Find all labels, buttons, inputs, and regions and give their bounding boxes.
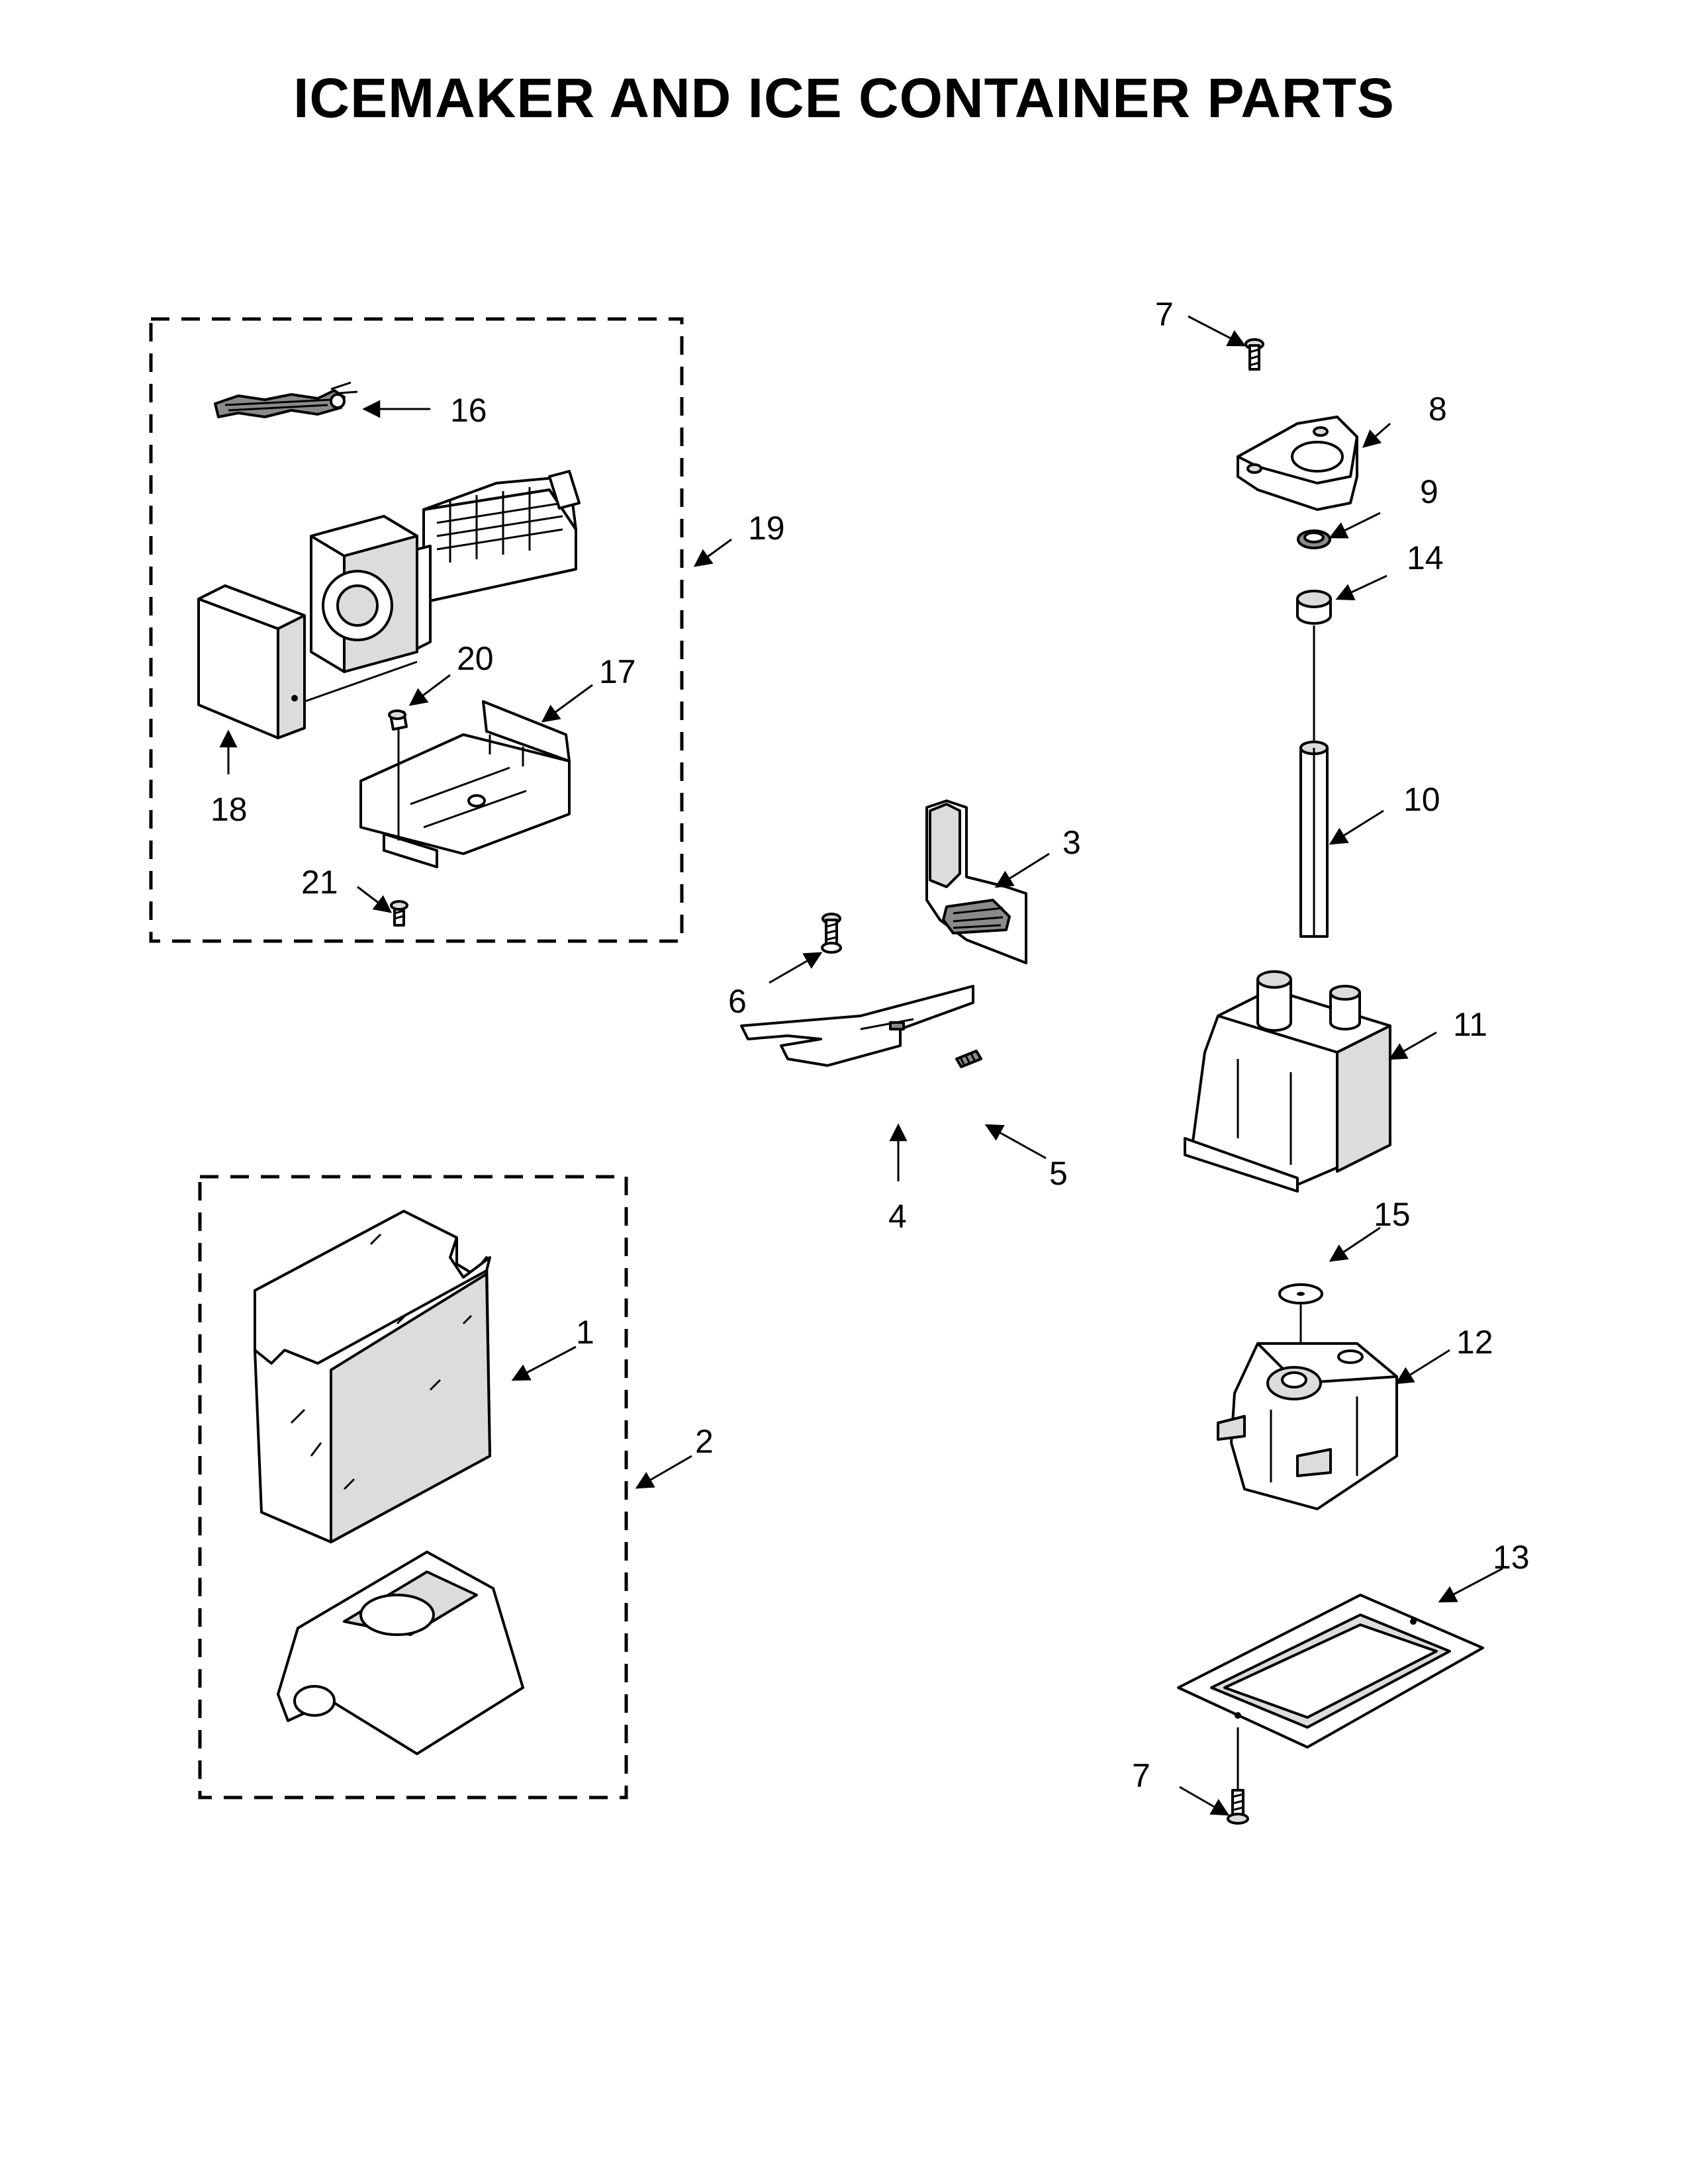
small-washer-part	[1278, 1283, 1323, 1350]
callout-1: 1	[576, 1314, 594, 1351]
callout-labels: 16 19 20 17 18 21 7 8 9 14 10 3 6 11 4 5…	[211, 296, 1530, 1794]
leader-19	[693, 538, 732, 567]
washer-part	[1297, 529, 1331, 549]
spacer-part	[388, 709, 408, 841]
leader-5	[984, 1124, 1047, 1160]
leader-10	[1329, 809, 1384, 845]
leader-3	[994, 852, 1050, 888]
leader-17	[541, 684, 593, 723]
screw-6-part	[821, 913, 842, 954]
gasket-part	[1177, 1594, 1484, 1749]
callout-20: 20	[457, 640, 494, 677]
ice-chute-part	[925, 799, 1027, 964]
wire-harness-part	[214, 381, 358, 418]
leader-1	[511, 1345, 577, 1381]
callout-13: 13	[1493, 1539, 1530, 1576]
ice-bin-base-part	[277, 1551, 524, 1755]
callout-19: 19	[748, 510, 785, 547]
callout-16: 16	[450, 392, 487, 429]
leader-11	[1388, 1031, 1437, 1060]
callout-10: 10	[1403, 781, 1440, 818]
callout-2: 2	[695, 1423, 714, 1460]
auger-shaft-part	[1299, 741, 1329, 938]
callout-9: 9	[1420, 473, 1438, 510]
leader-12	[1395, 1349, 1450, 1385]
ice-bin-part	[254, 1210, 491, 1543]
callout-21: 21	[301, 864, 338, 901]
leader-2	[635, 1455, 692, 1489]
callout-5: 5	[1049, 1155, 1068, 1192]
callout-8: 8	[1429, 390, 1447, 428]
motor-housing-part	[1184, 970, 1391, 1193]
icemaker-cover-part	[197, 584, 306, 739]
callout-4: 4	[888, 1198, 907, 1235]
mounting-bracket-part	[359, 700, 571, 868]
icemaker-assembly-group-box	[149, 317, 684, 943]
callout-17: 17	[599, 653, 636, 690]
screw-7-bottom-part	[1227, 1727, 1249, 1825]
callout-3: 3	[1062, 824, 1081, 861]
spring-part	[955, 1050, 982, 1068]
leader-14	[1335, 574, 1387, 600]
callout-7-bottom: 7	[1132, 1757, 1150, 1794]
leader-20	[408, 674, 451, 706]
mounting-plate-part	[1237, 416, 1358, 511]
leader-21	[357, 886, 393, 913]
page-title: ICEMAKER AND ICE CONTAINER PARTS	[293, 67, 1395, 129]
screw-7-top-part	[1244, 338, 1264, 371]
screw-21-part	[390, 900, 408, 927]
slide-bracket-part	[740, 985, 974, 1067]
drive-motor-part	[1217, 1342, 1398, 1510]
leader-7-top	[1188, 315, 1246, 347]
leader-8	[1362, 422, 1391, 448]
leader-lines	[219, 315, 1503, 1816]
ice-container-group-box	[198, 1175, 628, 1799]
callout-18: 18	[211, 791, 248, 828]
callout-14: 14	[1407, 539, 1444, 576]
callout-11: 11	[1453, 1006, 1487, 1043]
bushing-part	[1296, 590, 1332, 741]
callout-7-top: 7	[1155, 296, 1174, 333]
leader-6	[769, 952, 823, 984]
leader-15	[1329, 1226, 1381, 1262]
leader-13	[1438, 1567, 1503, 1603]
callout-15: 15	[1374, 1196, 1411, 1233]
icemaker-body-part	[304, 470, 581, 703]
leader-7-bottom	[1179, 1786, 1230, 1816]
callout-6: 6	[728, 983, 747, 1020]
callout-12: 12	[1456, 1324, 1493, 1361]
leader-9	[1329, 512, 1381, 539]
